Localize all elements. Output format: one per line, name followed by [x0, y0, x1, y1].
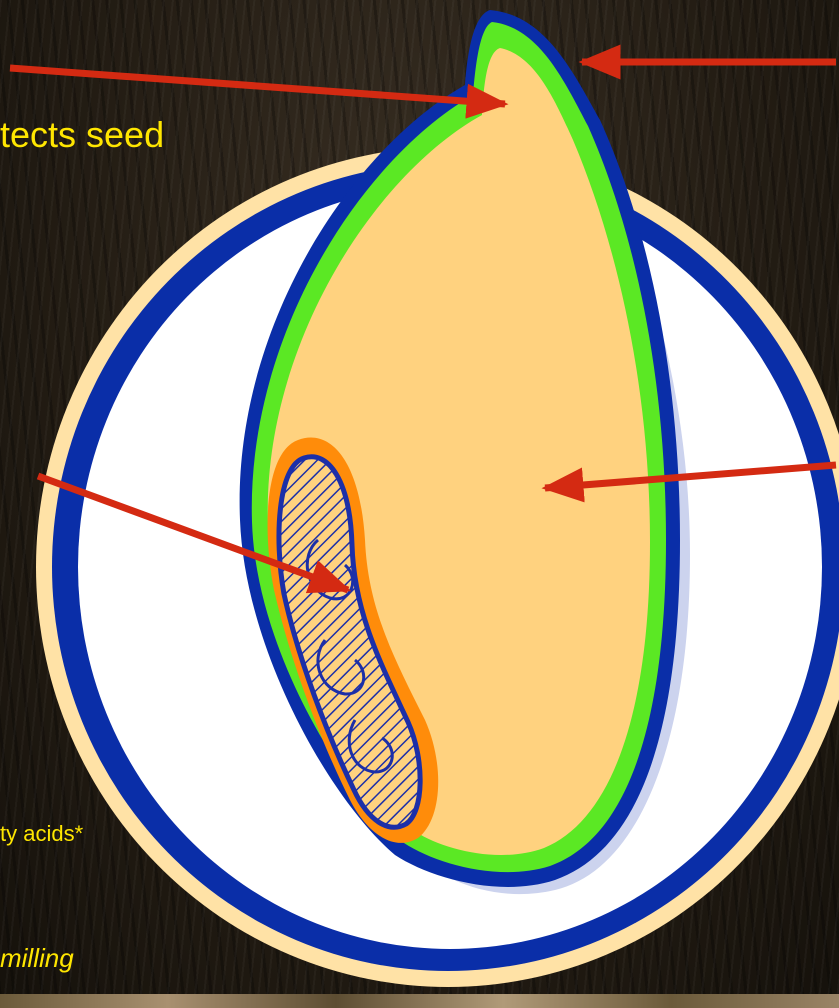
milling-caption: milling [0, 945, 74, 971]
arrow-to-husk-tip [10, 68, 505, 104]
bottom-image-strip [0, 994, 839, 1008]
husk-caption: tects seed [0, 117, 164, 153]
bran-caption: ty acids* [0, 823, 83, 845]
